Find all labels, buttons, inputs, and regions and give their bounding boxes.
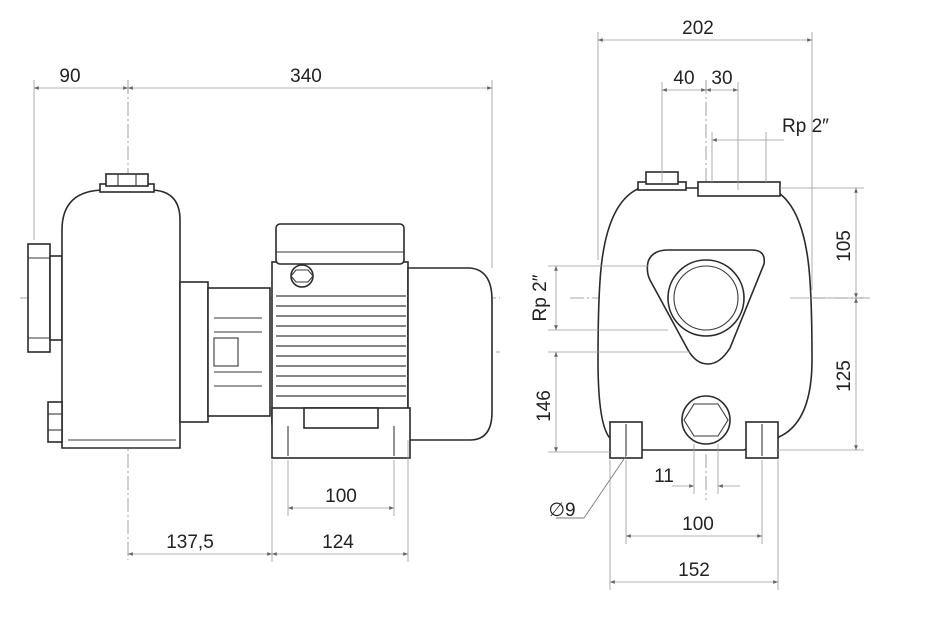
fan-cover <box>407 267 493 441</box>
inlet-flange <box>27 243 63 353</box>
dim-30: 30 <box>711 68 732 89</box>
dim-base-100: 100 <box>325 486 357 507</box>
dim-137-5: 137,5 <box>166 532 214 553</box>
outlet-boss <box>697 181 781 197</box>
dim-146: 146 <box>534 390 555 422</box>
inlet-port-inner <box>673 265 739 331</box>
priming-plug <box>99 173 155 193</box>
dim-40: 40 <box>673 68 694 89</box>
inlet-port-outer <box>667 259 745 337</box>
motor-bracket <box>179 281 271 423</box>
side-view: 90 340 100 137,5 124 <box>20 66 500 562</box>
motor-body <box>271 223 409 425</box>
dim-340: 340 <box>290 66 322 87</box>
dim-202: 202 <box>682 18 714 39</box>
dim-11: 11 <box>654 466 674 487</box>
dim-125: 125 <box>834 360 855 392</box>
dim-105: 105 <box>834 230 855 262</box>
dim-152: 152 <box>678 560 710 581</box>
drain-plug <box>47 401 63 443</box>
drain-plug-front <box>681 395 731 445</box>
inlet-thread-label: Rp 2″ <box>530 274 551 321</box>
dim-124: 124 <box>322 532 354 553</box>
dim-hole-9: ∅9 <box>548 500 575 521</box>
dim-90: 90 <box>59 66 80 87</box>
front-view: 202 40 30 Rp 2″ 105 125 Rp 2″ 146 <box>530 18 870 590</box>
outlet-thread-label: Rp 2″ <box>782 116 829 137</box>
dim-feet-100: 100 <box>682 514 714 535</box>
pump-casing <box>61 189 181 449</box>
motor-base <box>271 407 411 459</box>
